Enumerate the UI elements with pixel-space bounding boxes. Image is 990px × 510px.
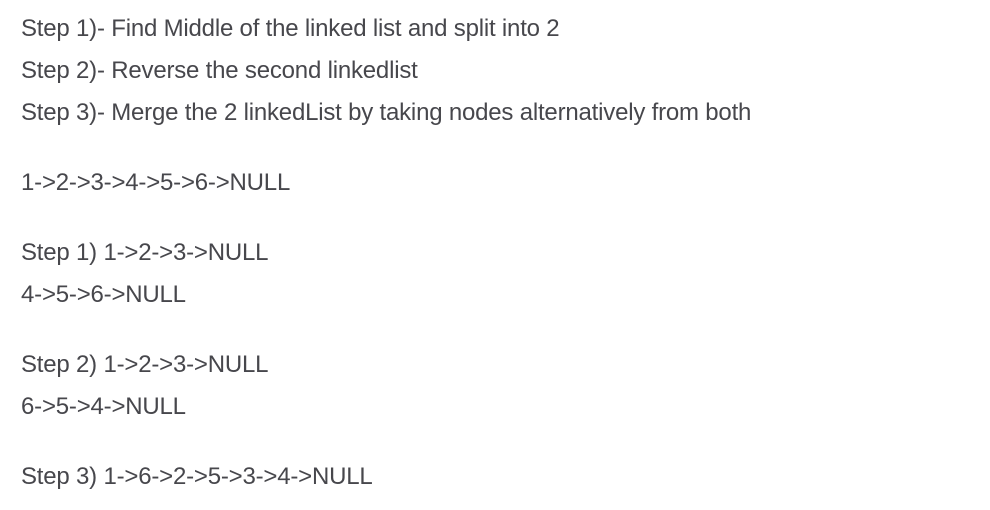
text-line-step3-merged-list: Step 3) 1->6->2->5->3->4->NULL — [21, 463, 373, 490]
text-line-step3-description: Step 3)- Merge the 2 linkedList by takin… — [21, 99, 752, 126]
paragraph-step1-result: Step 1) 1->2->3->NULL 4->5->6->NULL — [21, 232, 970, 316]
text-line-step2-first-half: Step 2) 1->2->3->NULL — [21, 351, 269, 378]
paragraph-input-list: 1->2->3->4->5->6->NULL — [21, 162, 970, 204]
text-line-step1-first-half: Step 1) 1->2->3->NULL — [21, 239, 269, 266]
paragraph-step2-result: Step 2) 1->2->3->NULL 6->5->4->NULL — [21, 344, 970, 428]
paragraph-algorithm-steps: Step 1)- Find Middle of the linked list … — [21, 8, 970, 134]
paragraph-step3-result: Step 3) 1->6->2->5->3->4->NULL — [21, 456, 970, 498]
text-line-step2-description: Step 2)- Reverse the second linkedlist — [21, 57, 418, 84]
text-line-step2-reversed-half: 6->5->4->NULL — [21, 393, 186, 420]
text-line-step1-second-half: 4->5->6->NULL — [21, 281, 186, 308]
text-line-step1-description: Step 1)- Find Middle of the linked list … — [21, 15, 560, 42]
text-line-input-list: 1->2->3->4->5->6->NULL — [21, 169, 291, 196]
